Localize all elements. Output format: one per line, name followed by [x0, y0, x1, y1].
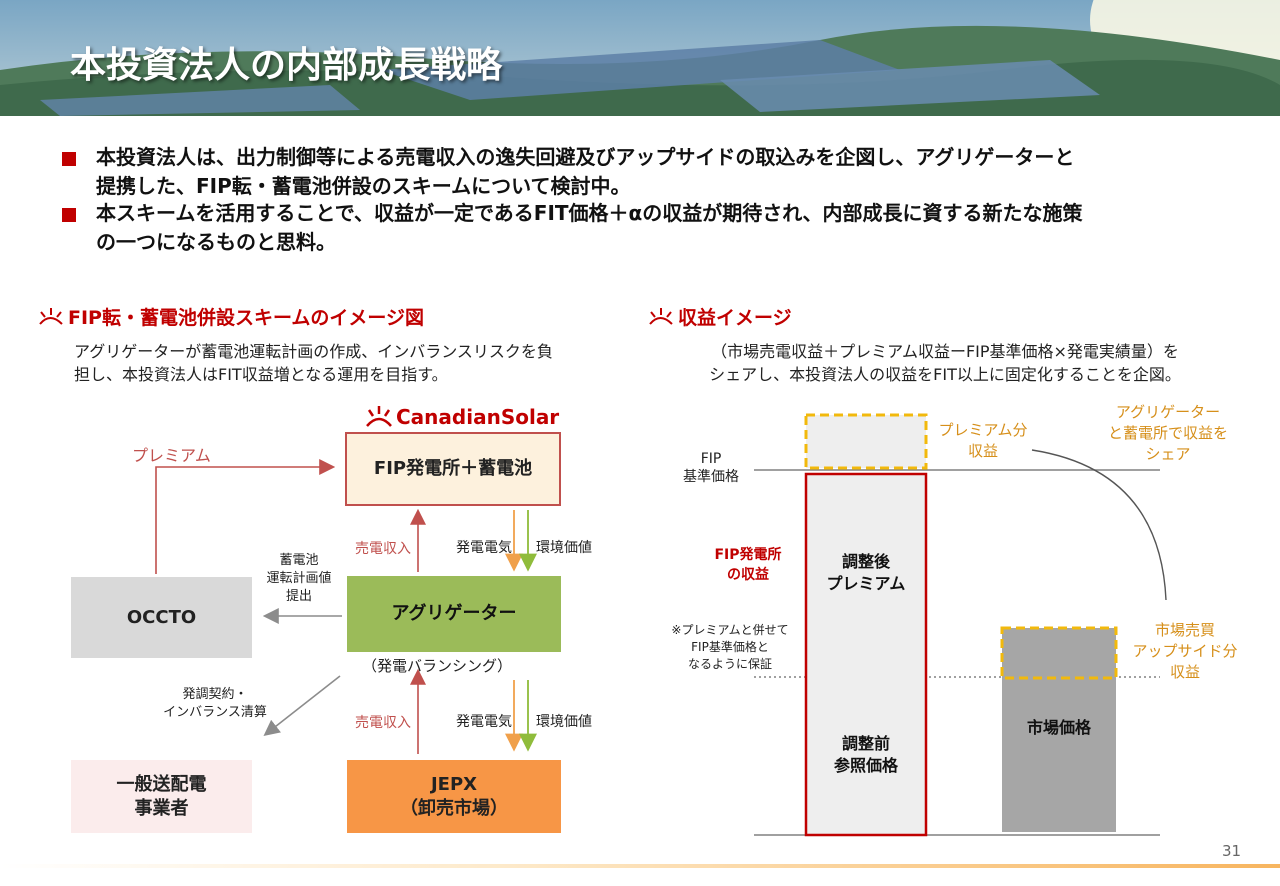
aggregator-share-line-2: と蓄電所で収益を: [1107, 424, 1228, 442]
adjusted-premium-line-1: 調整後: [841, 552, 890, 571]
env-value-label-top: 環境価値: [536, 540, 592, 556]
reference-price-label: 調整前 参照価格: [806, 733, 926, 777]
header-banner: 本投資法人の内部成長戦略: [0, 0, 1280, 116]
left-section-description: アグリゲーターが蓄電池運転計画の作成、インバランスリスクを負 担し、本投資法人は…: [74, 340, 553, 386]
fip-base-line-1: FIP: [700, 451, 722, 467]
bullet-marker: [62, 208, 76, 222]
transmission-operator-box: 一般送配電 事業者: [71, 760, 252, 833]
transmission-line-1: 一般送配電: [116, 773, 207, 795]
sun-icon: [649, 308, 673, 325]
bullet-marker: [62, 152, 76, 166]
plan-line-2: 運転計画値: [266, 571, 332, 586]
market-upside-line-1: 市場売買: [1154, 621, 1215, 639]
right-desc-line-2: シェアし、本投資法人の収益をFIT以上に固定化することを企図。: [709, 365, 1181, 384]
contract-label: 発調契約・ インバランス清算: [150, 686, 280, 722]
aggregator-box: アグリゲーター: [347, 576, 561, 652]
right-desc-line-1: （市場売電収益＋プレミアム収益ーFIP基準価格×発電実績量）を: [711, 342, 1179, 361]
fip-revenue-label: FIP発電所 の収益: [698, 545, 798, 585]
fip-revenue-line-2: の収益: [727, 567, 769, 583]
note-line-2: FIP基準価格と: [691, 640, 769, 654]
right-section-description: （市場売電収益＋プレミアム収益ーFIP基準価格×発電実績量）を シェアし、本投資…: [680, 340, 1210, 386]
reference-price-line-2: 参照価格: [833, 756, 898, 775]
bullet-text-2: 本スキームを活用することで、収益が一定であるFIT価格＋αの収益が期待され、内部…: [96, 199, 1083, 257]
premium-share-line-1: プレミアム分: [938, 421, 1028, 439]
share-curve-arrow: [1031, 449, 1167, 601]
fip-base-line-2: 基準価格: [683, 469, 739, 485]
market-price-label: 市場価格: [1026, 718, 1091, 737]
solar-field-image: [0, 0, 1280, 116]
battery-plan-label: 蓄電池 運転計画値 提出: [254, 552, 344, 606]
occto-box: OCCTO: [71, 577, 252, 658]
jepx-line-1: JEPX: [430, 773, 478, 795]
reference-price-line-1: 調整前: [841, 734, 890, 753]
bullet-2-line-2: の一つになるものと思料。: [96, 230, 336, 254]
sales-revenue-label-bottom: 売電収入: [355, 715, 411, 731]
premium-label: プレミアム: [132, 446, 211, 465]
balancing-label: （発電バランシング）: [362, 657, 513, 675]
market-upside-line-2: アップサイド分: [1132, 642, 1238, 660]
note-line-1: ※プレミアムと併せて: [671, 623, 789, 637]
market-upside-line-3: 収益: [1169, 663, 1200, 681]
bullet-1-line-2: 提携した、FIP転・蓄電池併設のスキームについて検討中。: [96, 174, 631, 198]
premium-share-line-2: 収益: [967, 442, 998, 460]
premium-share-label: プレミアム分 収益: [928, 420, 1038, 462]
footer-accent-line: [0, 864, 1280, 868]
left-desc-line-1: アグリゲーターが蓄電池運転計画の作成、インバランスリスクを負: [74, 342, 553, 361]
canadian-solar-logo-text: CanadianSolar: [396, 405, 560, 429]
canadian-solar-logo-icon: [366, 406, 392, 427]
market-upside-label: 市場売買 アップサイド分 収益: [1120, 620, 1250, 683]
sales-revenue-label-top: 売電収入: [355, 541, 411, 557]
bullet-2-line-1: 本スキームを活用することで、収益が一定であるFIT価格＋αの収益が期待され、内部…: [96, 201, 1083, 225]
fip-plant-box: FIP発電所＋蓄電池: [345, 432, 561, 506]
bullet-text-1: 本投資法人は、出力制御等による売電収入の逸失回避及びアップサイドの取込みを企図し…: [96, 143, 1074, 201]
page-title: 本投資法人の内部成長戦略: [70, 45, 503, 86]
plan-line-3: 提出: [285, 589, 312, 604]
premium-share-dashed-box: [804, 413, 928, 470]
premium-arrow: [155, 459, 336, 574]
market-price-bar: [1002, 678, 1116, 832]
guarantee-note-label: ※プレミアムと併せて FIP基準価格と なるように保証: [660, 622, 800, 673]
plan-line-1: 蓄電池: [279, 553, 319, 568]
fip-base-price-label: FIP 基準価格: [666, 450, 756, 486]
aggregator-share-label: アグリゲーター と蓄電所で収益を シェア: [1098, 402, 1238, 465]
sun-icon: [39, 308, 63, 325]
contract-line-1: 発調契約・: [182, 687, 248, 702]
jepx-line-2: （卸売市場）: [400, 797, 508, 819]
right-section-title: 収益イメージ: [678, 307, 792, 329]
adjusted-premium-line-2: プレミアム: [826, 574, 906, 593]
left-desc-line-2: 担し、本投資法人はFIT収益増となる運用を目指す。: [74, 365, 448, 384]
market-upside-dashed-box: [1000, 626, 1118, 680]
bullet-1-line-1: 本投資法人は、出力制御等による売電収入の逸失回避及びアップサイドの取込みを企図し…: [96, 145, 1075, 169]
fip-revenue-bar: [804, 472, 928, 837]
note-line-3: なるように保証: [687, 657, 772, 671]
power-label-bottom: 発電電気: [456, 714, 512, 730]
aggregator-share-line-1: アグリゲーター: [1115, 403, 1221, 421]
env-value-label-bottom: 環境価値: [536, 714, 592, 730]
transmission-line-2: 事業者: [134, 797, 189, 819]
adjusted-premium-label: 調整後 プレミアム: [806, 551, 926, 595]
fip-revenue-line-1: FIP発電所: [714, 547, 782, 563]
jepx-box: JEPX （卸売市場）: [347, 760, 561, 833]
power-label-top: 発電電気: [456, 540, 512, 556]
left-section-title: FIP転・蓄電池併設スキームのイメージ図: [68, 307, 425, 329]
contract-line-2: インバランス清算: [163, 705, 267, 720]
page-number: 31: [1222, 842, 1242, 860]
aggregator-share-line-3: シェア: [1145, 445, 1191, 463]
contract-arrow: [263, 675, 341, 736]
